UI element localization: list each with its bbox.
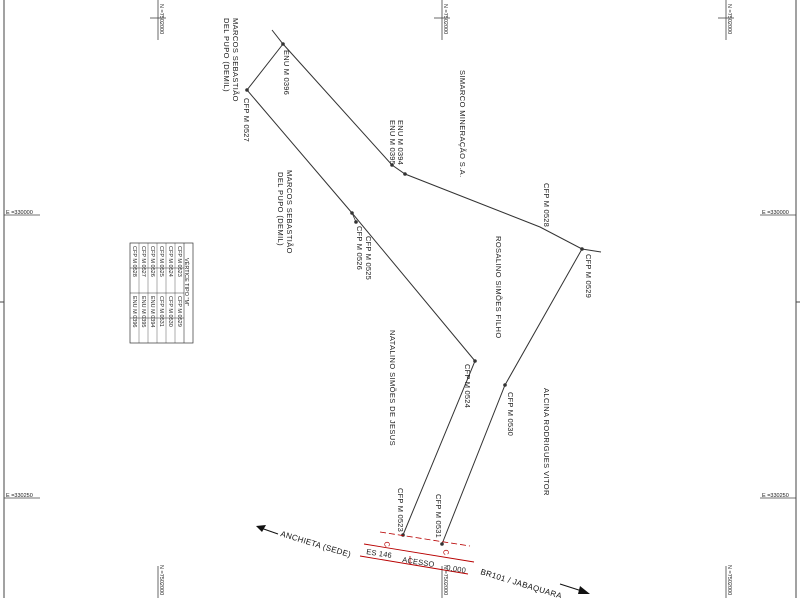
grid-east-label: E =330250 <box>6 493 33 499</box>
bottom-grid-ticks <box>157 566 727 598</box>
point-label: CFP M 0530 <box>506 392 515 436</box>
vertex-table-cell: ENU M 0394 <box>149 296 155 328</box>
vertex-table-cell: CFP M 0527 <box>140 246 146 277</box>
left-boundary-line <box>246 43 476 536</box>
vertex-table-cell: ENU M 0395 <box>140 296 146 328</box>
vertex-table-cell: CFP M 0531 <box>158 296 164 327</box>
vertex-table-cell: CFP M 0530 <box>167 296 173 327</box>
vertex-table-cell: CFP M 0526 <box>149 246 155 277</box>
road-marker: C <box>441 549 451 556</box>
top-grid-ticks <box>150 0 734 40</box>
point-label: CFP M 0529 <box>584 254 593 298</box>
point-label: CFP M 0528 <box>542 183 551 227</box>
owner-name: NATALINO SIMÕES DE JESUS <box>388 330 397 446</box>
east-grid-ticks <box>4 214 796 499</box>
point-label: CFP M 0531 <box>434 494 443 538</box>
grid-east-label: E =330250 <box>762 493 789 499</box>
point-label: CFP M 0526 <box>355 226 364 270</box>
grid-north-label: N =7502000 <box>726 4 732 34</box>
road-code-label: ES 146 <box>366 547 393 560</box>
road-label-br101: BR101 / JABAQUARA <box>479 567 563 598</box>
vertex-table-cell: CFP M 0529 <box>176 296 182 327</box>
grid-north-label: N =7502000 <box>158 4 164 34</box>
road-alignment <box>359 531 475 575</box>
owner-name: DEL PUPO (DEMIL) <box>276 172 285 246</box>
vertex-table-title: VÉRTICE TIPO "M" <box>183 258 190 306</box>
vertex-table-cell: ENU M 0396 <box>131 296 137 328</box>
point-label: CFP M 0523 <box>396 488 405 532</box>
road-access-label: ACESSO <box>402 555 435 569</box>
grid-north-label: N =7502000 <box>158 565 164 595</box>
owner-name: DEL PUPO (DEMIL) <box>222 18 231 92</box>
grid-north-label: N =7502000 <box>442 4 448 34</box>
road-label-anchieta: ANCHIETA (SEDE) <box>279 529 352 559</box>
point-label: CFP M 0524 <box>463 364 472 408</box>
owner-name: MARCOS SEBASTIÃO <box>231 18 240 102</box>
grid-east-label: E =330000 <box>762 210 789 216</box>
road-marker: C <box>382 541 392 548</box>
vertex-table-cell: CFP M 0524 <box>167 246 173 277</box>
vertex-table-cell: CFP M 0523 <box>176 246 182 277</box>
vertex-markers <box>245 42 584 546</box>
vertex-table <box>129 242 194 344</box>
owner-name: MARCOS SEBASTIÃO <box>285 170 294 254</box>
owner-name: ALCINA RODRIGUES VITOR <box>542 388 551 496</box>
point-label: CFP M 0527 <box>242 98 251 142</box>
vertex-table-cell: CFP M 0525 <box>158 246 164 277</box>
owner-name: ROSALINO SIMÕES FILHO <box>494 236 503 339</box>
grid-north-label: N =7502000 <box>726 565 732 595</box>
vertex-table-cell: CFP M 0528 <box>131 246 137 277</box>
point-label: ENU M 0394 <box>396 120 405 165</box>
grid-east-label: E =330000 <box>6 210 33 216</box>
owner-name: SIMARCO MINERAÇÃO S.A. <box>458 70 467 178</box>
grid-north-label: N =7502000 <box>442 565 448 595</box>
road-km-label: 0,000 <box>446 563 467 575</box>
point-label: ENU M 0395 <box>388 120 397 165</box>
point-label: ENU M 0396 <box>282 50 291 95</box>
point-label: CFP M 0525 <box>364 236 373 280</box>
road-arrows <box>256 525 590 594</box>
